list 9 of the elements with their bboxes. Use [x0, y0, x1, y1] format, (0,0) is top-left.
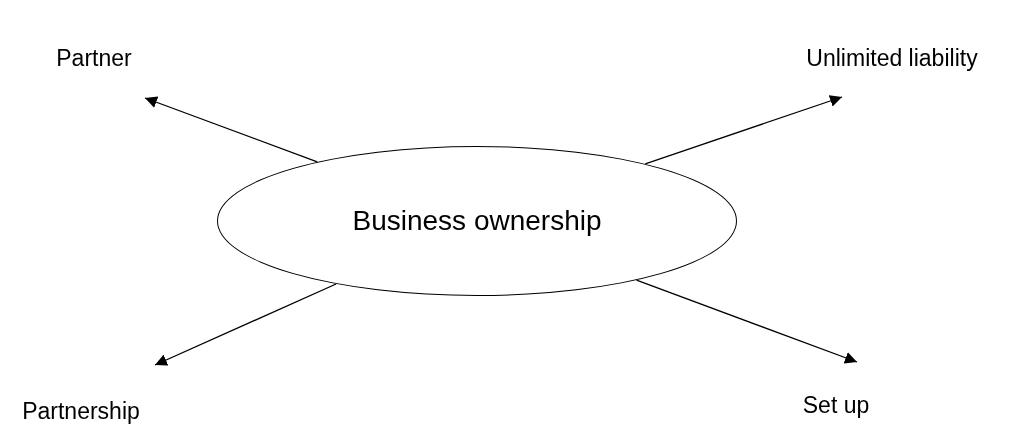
branch-label: Set up [802, 391, 870, 419]
branch-label: Partner [56, 44, 132, 72]
arrow [644, 95, 843, 165]
branch-label: Unlimited liability [806, 44, 978, 72]
arrow [144, 96, 318, 163]
arrow [635, 279, 858, 364]
arrow [154, 283, 337, 366]
branch-label: Partnership [22, 397, 140, 425]
topic-text: Business ownership [352, 205, 602, 237]
